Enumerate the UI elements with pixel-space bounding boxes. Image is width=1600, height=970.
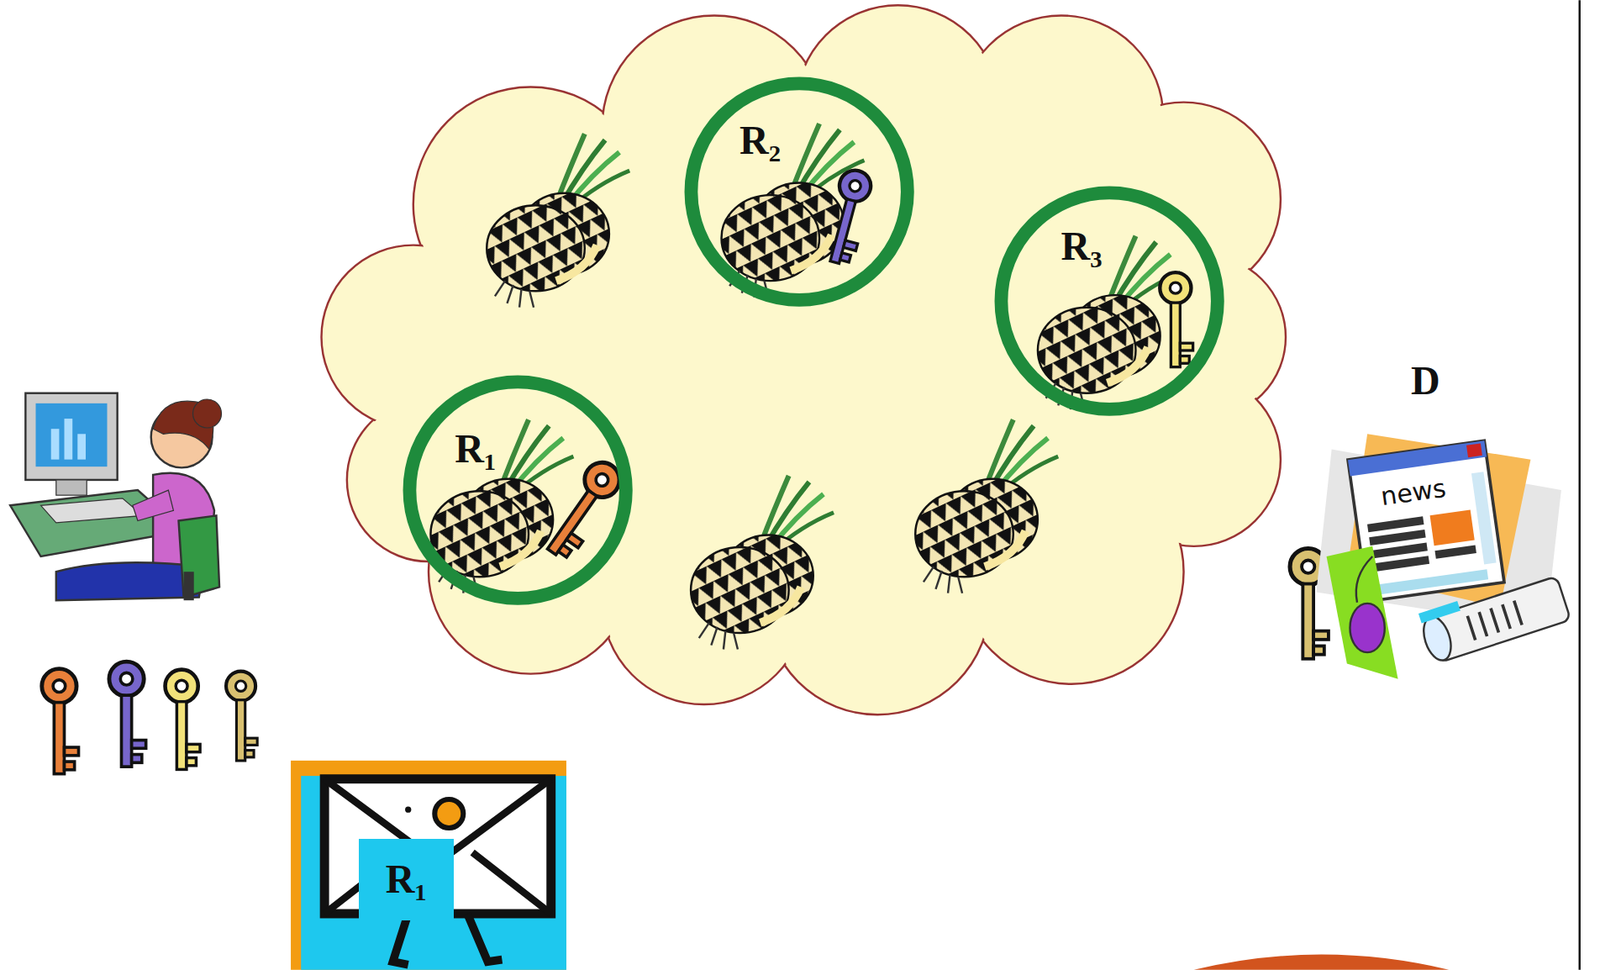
news-site-icon [1471,471,1497,564]
keys [165,669,201,770]
relay-ring [393,365,643,615]
keys [226,671,258,761]
message-envelope [290,760,567,970]
keys [42,166,1329,774]
onions [915,419,1058,593]
relay-ring [690,84,907,300]
onion-layer-box: R₁ [358,838,454,921]
relay-circle: R₂ [674,67,924,316]
user-at-computer [184,571,195,600]
relay-name: R₃ [1061,224,1103,269]
relay-ring [409,381,626,598]
news-site-icon [1368,529,1426,546]
news-site-icon [1373,555,1430,572]
onions [690,475,834,649]
user-at-computer [25,393,117,480]
news-site-icon [1356,556,1373,603]
keys [109,661,147,767]
destination-label: D [1410,358,1441,404]
user-at-computer [51,428,60,459]
user-at-computer [36,403,108,467]
user-at-computer [41,498,143,523]
user-at-computer [56,479,87,495]
cloud [321,5,1287,715]
relay-name: R₁ [454,426,496,472]
news-site-icon [1430,509,1475,546]
corner-shape [1194,954,1450,970]
cloud [321,5,1287,715]
news-site-icon [1467,600,1522,641]
news-site-icon [1375,568,1489,595]
message-envelope [434,799,464,828]
news-site-icon [1315,433,1571,679]
onions [1037,236,1181,410]
keys [819,166,876,267]
relay-name: R₂ [739,118,781,164]
onions [486,133,630,307]
cloud [408,102,1205,613]
user-at-computer [132,489,174,521]
message-envelope [405,806,411,813]
relay-ring [674,67,924,316]
news-site-icon [1434,544,1476,558]
relay-ring [1000,192,1217,409]
message-envelope [300,775,567,970]
keys [1159,272,1193,368]
relay-ring [984,176,1234,426]
news-site-icon [1466,442,1483,458]
user-at-computer [10,393,222,601]
user-at-computer [193,399,222,428]
onions [430,419,574,593]
keys [42,668,79,774]
user-at-computer [64,418,74,460]
relay-circle: R₃ [984,176,1234,426]
news-site-icon [1347,440,1487,476]
frame-line [1578,0,1580,970]
news-site-icon [1326,546,1399,679]
relay-name: R₁ [385,857,427,902]
news-site-icon [1370,542,1427,559]
message-envelope [393,913,503,965]
relay-circle: R₁ [393,365,643,615]
user-at-computer [77,433,86,459]
news-site-icon [1367,515,1424,532]
news-site-icon [1350,603,1385,653]
message-envelope [290,760,567,970]
news-site-icon [1418,600,1461,624]
news-site-icon [1416,568,1572,664]
site-name: news [1378,473,1448,511]
cloud [323,7,1285,713]
